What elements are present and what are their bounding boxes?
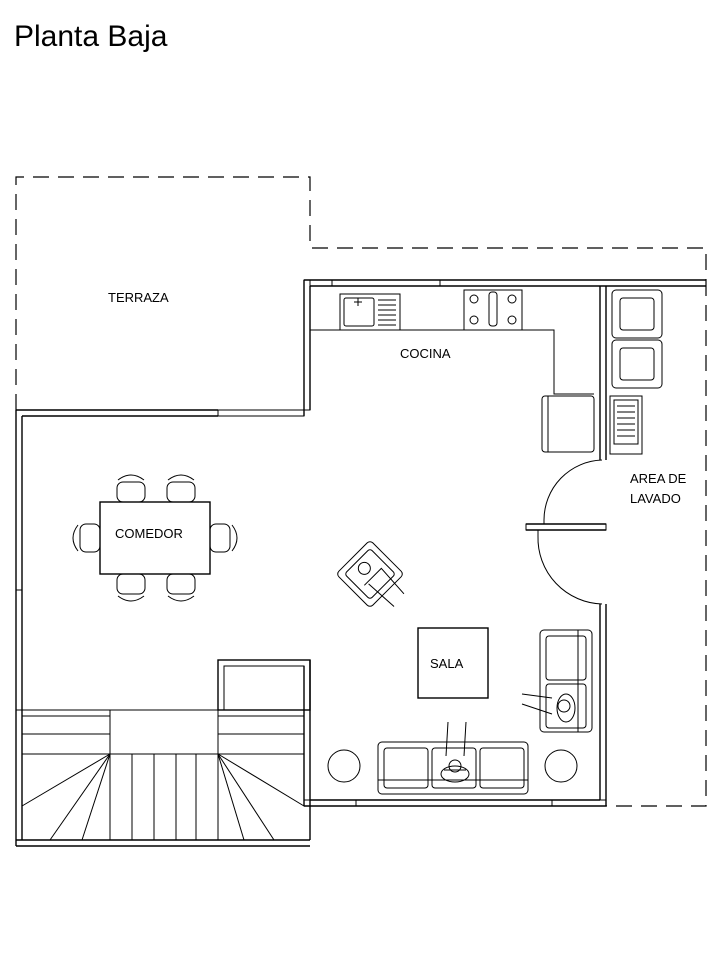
side-table [327,749,361,783]
page-title: Planta Baja [14,20,168,53]
chair-icon [209,523,231,553]
exterior-walls [15,279,707,847]
chair-icon [79,523,101,553]
armchair-icon [337,541,405,607]
washer-icon [611,289,663,339]
chair-icon [166,481,196,503]
laundry-sink-icon [609,395,643,455]
chair-icon [116,573,146,595]
room-label-sala: SALA [430,656,464,671]
stairs [21,659,311,841]
door-swings [537,459,603,605]
sink-icon [343,297,375,327]
chair-icon [166,573,196,595]
sofa-icon [377,741,529,795]
sofa-icon [539,629,593,733]
person-icon [521,693,576,723]
kitchen-counter [310,289,595,453]
chair-icon [116,481,146,503]
dining-set [72,474,238,602]
refrigerator-icon [541,395,595,453]
living-room-furniture [327,627,593,795]
room-label-comedor: COMEDOR [115,526,183,541]
laundry-appliances [609,289,663,455]
room-label-area-de: AREA DE [630,471,687,486]
sink-drainboard [378,299,396,326]
dryer-icon [611,339,663,389]
room-label-lavado: LAVADO [630,491,681,506]
coffee-table [417,627,489,699]
dashed-boundary [15,176,707,807]
faucet-icon [354,298,362,306]
person-icon [440,721,470,783]
side-table [544,749,578,783]
stove-icon [463,289,523,331]
room-label-cocina: COCINA [400,346,451,361]
room-label-terraza: TERRAZA [108,290,169,305]
